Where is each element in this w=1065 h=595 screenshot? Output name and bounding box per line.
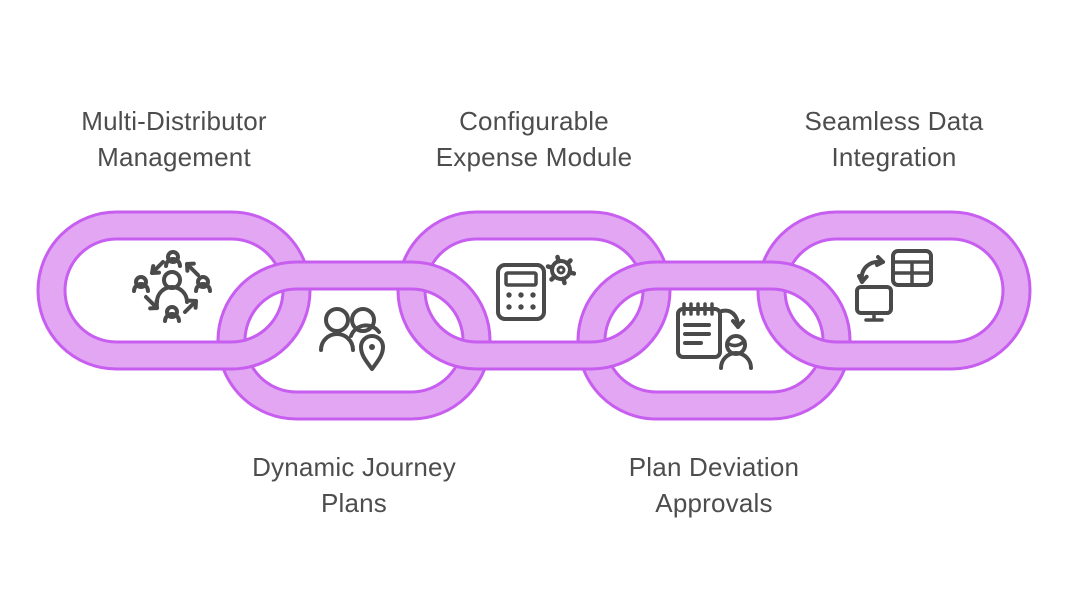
link-label-expense-module: Configurable Expense Module (435, 106, 633, 172)
chain-weave-3-4 (555, 322, 665, 371)
link-label-plan-deviation: Plan Deviation Approvals (628, 452, 800, 518)
people-network-icon (132, 250, 212, 323)
chain-link-4 (576, 260, 852, 421)
chain-link-2 (216, 260, 492, 421)
chain-weave-4-5 (795, 322, 905, 371)
chain-weave-2-3 (405, 322, 520, 371)
data-sync-icon (855, 249, 933, 322)
link-label-data-integration: Seamless Data Integration (804, 106, 984, 172)
clipboard-approval-icon (676, 302, 753, 370)
people-location-icon (319, 307, 385, 371)
chain-weave-1-2 (175, 322, 305, 371)
calculator-gear-icon (496, 254, 576, 321)
link-label-dynamic-journey: Dynamic Journey Plans (252, 452, 456, 518)
link-label-multi-distributor: Multi-Distributor Management (81, 106, 267, 172)
